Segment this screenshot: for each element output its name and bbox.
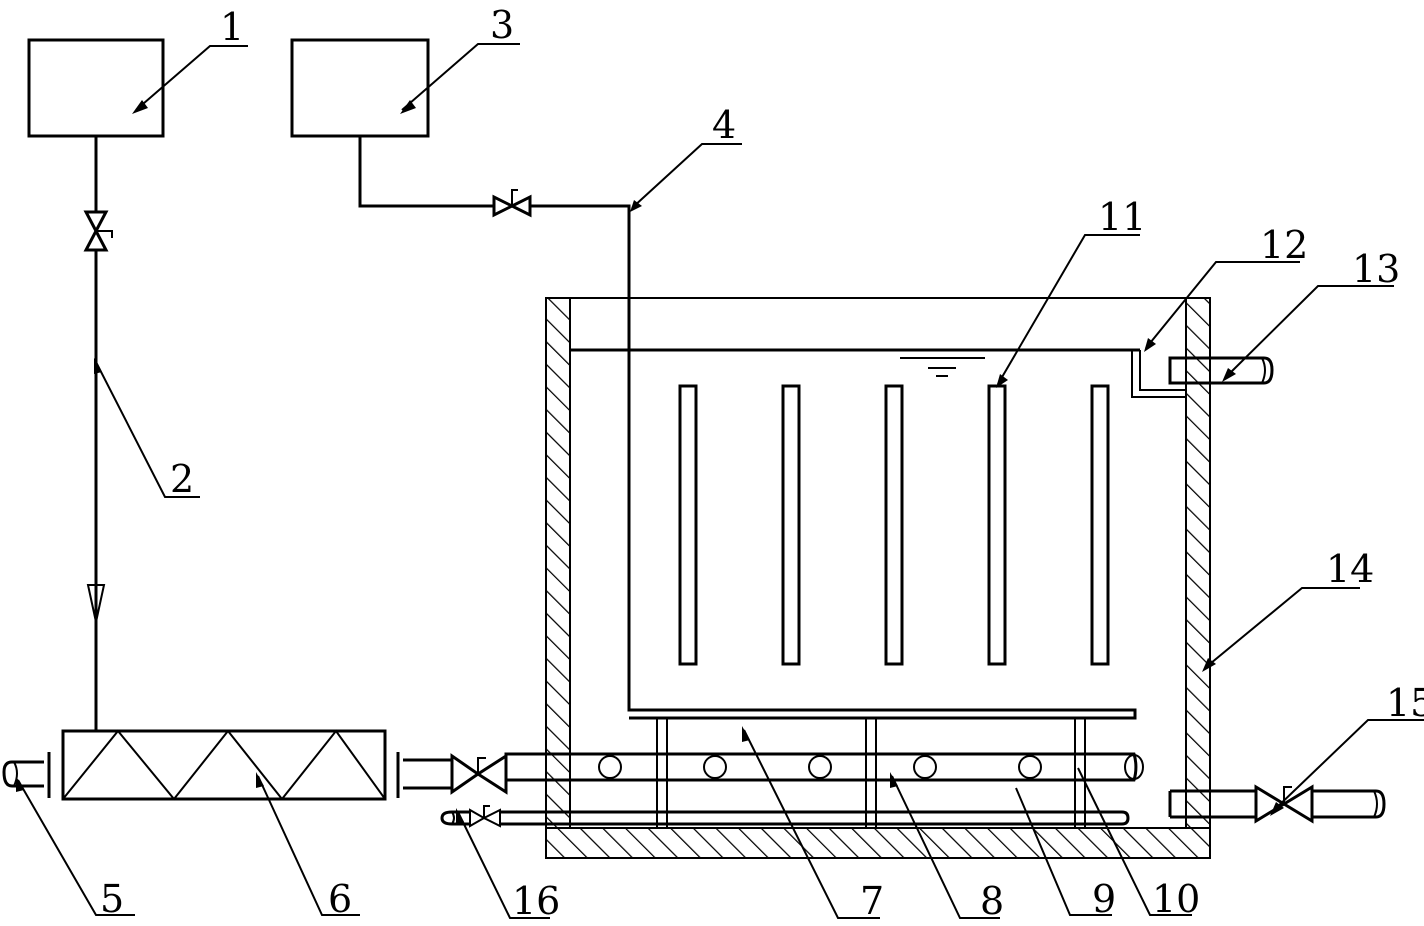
- inlet-pipe-5: [2, 752, 51, 798]
- plates-11: [678, 384, 1110, 666]
- label-6: 6: [328, 877, 352, 921]
- valve-mixer-outlet: [450, 753, 508, 795]
- label-11: 11: [1098, 195, 1146, 239]
- feed-line-2: [83, 136, 113, 730]
- label-10: 10: [1152, 877, 1200, 921]
- outlet-pipe-mixer: [396, 752, 508, 798]
- label-1: 1: [220, 5, 244, 49]
- water-level-icon: [900, 357, 985, 377]
- label-13: 13: [1352, 247, 1400, 291]
- outlet-pipe-13: [1168, 356, 1274, 385]
- label-12: 12: [1260, 223, 1308, 267]
- tank-3: [290, 38, 430, 138]
- valve-line-4: [492, 189, 532, 218]
- tank-1: [27, 38, 165, 138]
- label-9: 9: [1092, 877, 1116, 921]
- risers-10: [656, 717, 1086, 829]
- valve-outlet-15: [1254, 784, 1314, 824]
- label-4: 4: [712, 103, 736, 147]
- label-16: 16: [512, 879, 560, 923]
- mixer-6: [61, 729, 387, 801]
- drain-16: [440, 805, 501, 828]
- label-8: 8: [980, 879, 1004, 923]
- label-7: 7: [860, 879, 884, 923]
- valve-line-2: [83, 210, 113, 252]
- distributor-pipe-8: [504, 752, 1144, 782]
- label-2: 2: [170, 457, 194, 501]
- label-3: 3: [490, 3, 514, 47]
- flow-arrow-icon: [86, 584, 106, 623]
- tank-14: [545, 297, 1211, 859]
- label-14: 14: [1326, 547, 1374, 591]
- valve-drain-16: [469, 805, 501, 828]
- supply-line-4: [358, 136, 1137, 720]
- arrowheads: [16, 100, 1284, 824]
- label-5: 5: [100, 877, 124, 921]
- outlet-15: [1168, 784, 1386, 824]
- leader-lines: [17, 43, 1424, 919]
- label-15: 15: [1386, 681, 1424, 725]
- overflow-12: [1131, 350, 1186, 398]
- bottom-pipe-9: [500, 810, 1130, 826]
